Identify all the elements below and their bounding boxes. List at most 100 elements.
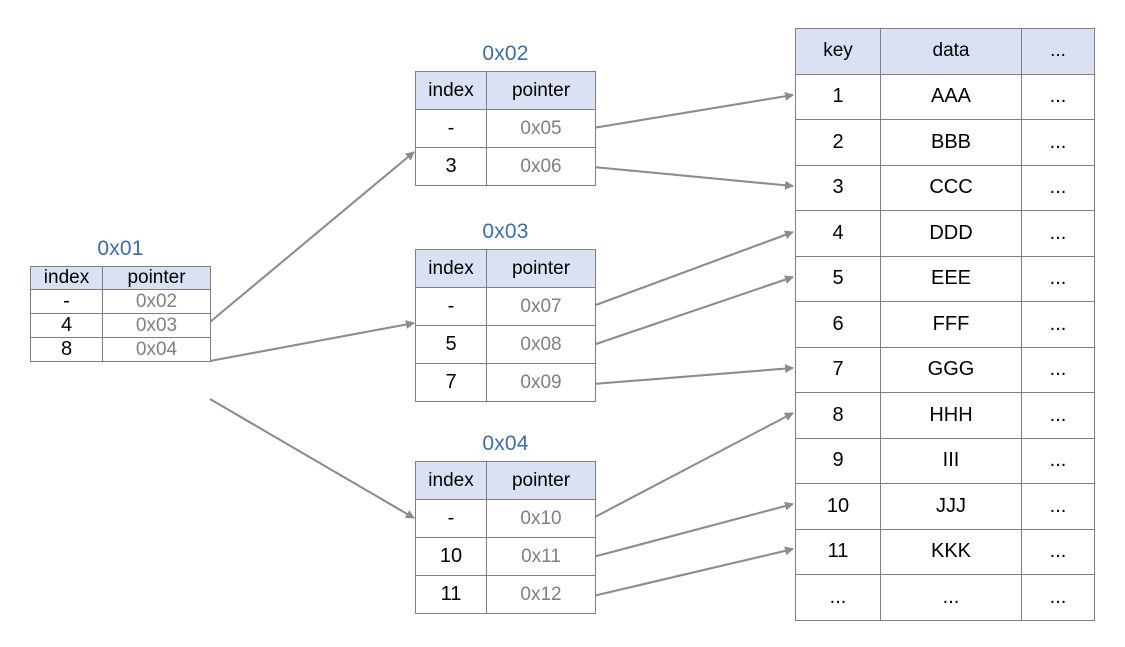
index-node-0x04[interactable]: 0x04 index pointer - 0x10 10 0x11 11 0x1… — [415, 433, 596, 614]
cell-ellipsis: ... — [1021, 528, 1095, 575]
index-node-0x02-table[interactable]: index pointer - 0x05 3 0x06 — [415, 71, 596, 186]
table-row[interactable]: 5 EEE ... — [795, 255, 1095, 302]
cell-index: 11 — [415, 575, 487, 614]
arrow-root-to-0x02 — [209, 151, 415, 323]
table-header-row: index pointer — [30, 266, 211, 290]
table-row[interactable]: 8 HHH ... — [795, 392, 1095, 439]
cell-index: - — [415, 287, 487, 326]
index-node-0x03[interactable]: 0x03 index pointer - 0x07 5 0x08 7 0x09 — [415, 221, 596, 402]
column-header-pointer: pointer — [486, 249, 596, 288]
arrow-0x06-to-key3 — [592, 165, 794, 190]
table-row[interactable]: 6 FFF ... — [795, 301, 1095, 348]
cell-data: GGG — [880, 346, 1022, 393]
cell-key: 3 — [795, 164, 881, 211]
table-row[interactable]: 3 0x06 — [415, 147, 596, 186]
table-row[interactable]: - 0x07 — [415, 287, 596, 326]
column-header-ellipsis: ... — [1021, 28, 1095, 75]
column-header-data: data — [880, 28, 1022, 75]
table-row[interactable]: 4 0x03 — [30, 313, 211, 338]
arrow-0x10-to-key8 — [592, 412, 794, 519]
cell-index: - — [415, 109, 487, 148]
table-row[interactable]: 11 0x12 — [415, 575, 596, 614]
index-node-0x02-title: 0x02 — [482, 42, 529, 65]
cell-index: 5 — [415, 325, 487, 364]
table-row[interactable]: 3 CCC ... — [795, 164, 1095, 211]
column-header-index: index — [30, 266, 103, 290]
index-node-0x04-title: 0x04 — [482, 432, 529, 455]
column-header-index: index — [415, 461, 487, 500]
cell-ellipsis: ... — [1021, 301, 1095, 348]
table-header-row: index pointer — [415, 249, 596, 288]
table-row[interactable]: 1 AAA ... — [795, 73, 1095, 120]
cell-key: 6 — [795, 301, 881, 348]
table-row[interactable]: - 0x10 — [415, 499, 596, 538]
cell-pointer[interactable]: 0x02 — [102, 289, 211, 314]
cell-pointer[interactable]: 0x07 — [486, 287, 596, 326]
cell-key: 11 — [795, 528, 881, 575]
cell-ellipsis: ... — [1021, 210, 1095, 257]
cell-index: 10 — [415, 537, 487, 576]
arrow-0x08-to-key5 — [592, 275, 794, 346]
table-row[interactable]: 5 0x08 — [415, 325, 596, 364]
arrow-0x05-to-key1 — [592, 91, 794, 130]
cell-pointer[interactable]: 0x05 — [486, 109, 596, 148]
cell-pointer[interactable]: 0x11 — [486, 537, 596, 576]
data-table[interactable]: key data ... 1 AAA ... 2 BBB ... 3 CCC .… — [795, 28, 1095, 621]
index-node-0x02[interactable]: 0x02 index pointer - 0x05 3 0x06 — [415, 43, 596, 186]
column-header-pointer: pointer — [102, 266, 211, 290]
table-row[interactable]: 10 0x11 — [415, 537, 596, 576]
cell-pointer[interactable]: 0x09 — [486, 363, 596, 402]
cell-data: HHH — [880, 392, 1022, 439]
table-row[interactable]: - 0x02 — [30, 289, 211, 314]
cell-index: 3 — [415, 147, 487, 186]
cell-key: 9 — [795, 437, 881, 484]
cell-ellipsis: ... — [1021, 346, 1095, 393]
arrow-root-to-0x03 — [209, 320, 415, 363]
cell-data: CCC — [880, 164, 1022, 211]
cell-pointer[interactable]: 0x12 — [486, 575, 596, 614]
cell-key: 2 — [795, 119, 881, 166]
cell-ellipsis: ... — [1021, 255, 1095, 302]
cell-ellipsis: ... — [1021, 574, 1095, 621]
table-row[interactable]: 4 DDD ... — [795, 210, 1095, 257]
table-row[interactable]: 8 0x04 — [30, 337, 211, 362]
cell-key: ... — [795, 574, 881, 621]
cell-pointer[interactable]: 0x03 — [102, 313, 211, 338]
cell-ellipsis: ... — [1021, 483, 1095, 530]
cell-data: DDD — [880, 210, 1022, 257]
cell-key: 1 — [795, 73, 881, 120]
index-node-0x04-table[interactable]: index pointer - 0x10 10 0x11 11 0x12 — [415, 461, 596, 614]
data-table-container[interactable]: key data ... 1 AAA ... 2 BBB ... 3 CCC .… — [795, 28, 1095, 621]
arrow-0x12-to-key11 — [592, 546, 794, 598]
table-row[interactable]: 7 0x09 — [415, 363, 596, 402]
cell-data: JJJ — [880, 483, 1022, 530]
cell-pointer[interactable]: 0x10 — [486, 499, 596, 538]
table-row[interactable]: 9 III ... — [795, 437, 1095, 484]
cell-pointer[interactable]: 0x06 — [486, 147, 596, 186]
table-row[interactable]: 7 GGG ... — [795, 346, 1095, 393]
cell-ellipsis: ... — [1021, 392, 1095, 439]
cell-pointer[interactable]: 0x04 — [102, 337, 211, 362]
index-node-0x03-title: 0x03 — [482, 220, 529, 243]
table-row[interactable]: ... ... ... — [795, 574, 1095, 621]
index-node-root[interactable]: 0x01 index pointer - 0x02 4 0x03 8 0x04 — [30, 238, 211, 362]
arrow-root-to-0x04 — [209, 398, 415, 519]
cell-data: KKK — [880, 528, 1022, 575]
index-node-root-table[interactable]: index pointer - 0x02 4 0x03 8 0x04 — [30, 266, 211, 362]
cell-index: 4 — [30, 313, 103, 338]
cell-key: 4 — [795, 210, 881, 257]
column-header-index: index — [415, 71, 487, 110]
cell-ellipsis: ... — [1021, 437, 1095, 484]
index-node-0x03-table[interactable]: index pointer - 0x07 5 0x08 7 0x09 — [415, 249, 596, 402]
table-row[interactable]: 2 BBB ... — [795, 119, 1095, 166]
table-row[interactable]: - 0x05 — [415, 109, 596, 148]
cell-pointer[interactable]: 0x08 — [486, 325, 596, 364]
cell-data: EEE — [880, 255, 1022, 302]
column-header-key: key — [795, 28, 881, 75]
cell-data: AAA — [880, 73, 1022, 120]
arrow-0x07-to-key4 — [592, 230, 794, 307]
table-row[interactable]: 11 KKK ... — [795, 528, 1095, 575]
table-row[interactable]: 10 JJJ ... — [795, 483, 1095, 530]
column-header-pointer: pointer — [486, 461, 596, 500]
